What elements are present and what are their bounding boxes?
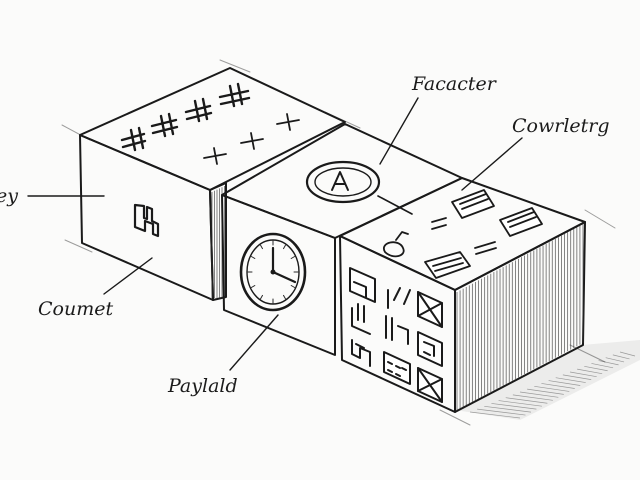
label-facacter: Facacter <box>411 73 498 95</box>
clock-icon <box>241 234 305 310</box>
clock-tick <box>291 257 294 259</box>
label-cowrletrg: Cowrletrg <box>512 115 610 137</box>
right-cube-top <box>340 178 585 290</box>
left-cube-top <box>80 68 345 190</box>
clock-tick <box>251 286 254 288</box>
symbol-grid-icon <box>350 268 442 446</box>
label-paylald: Paylald <box>167 375 238 397</box>
clock-tick <box>261 245 263 248</box>
label-coumet: Coumet <box>38 298 113 320</box>
label-left-edge: ey <box>0 185 18 207</box>
clock-tick <box>284 245 286 248</box>
clock-tick <box>291 286 294 288</box>
middle-cube-top <box>222 124 462 238</box>
leader-paylald <box>230 315 278 370</box>
letter-a-badge-icon <box>307 162 412 214</box>
left-cube-top-marks <box>122 84 299 164</box>
leader-cowrletrg <box>462 138 522 190</box>
clock-tick <box>261 295 263 298</box>
ground-shadow <box>455 340 640 420</box>
clock-tick <box>251 257 254 259</box>
clock-tick <box>284 295 286 298</box>
glyph-icon <box>135 205 158 236</box>
